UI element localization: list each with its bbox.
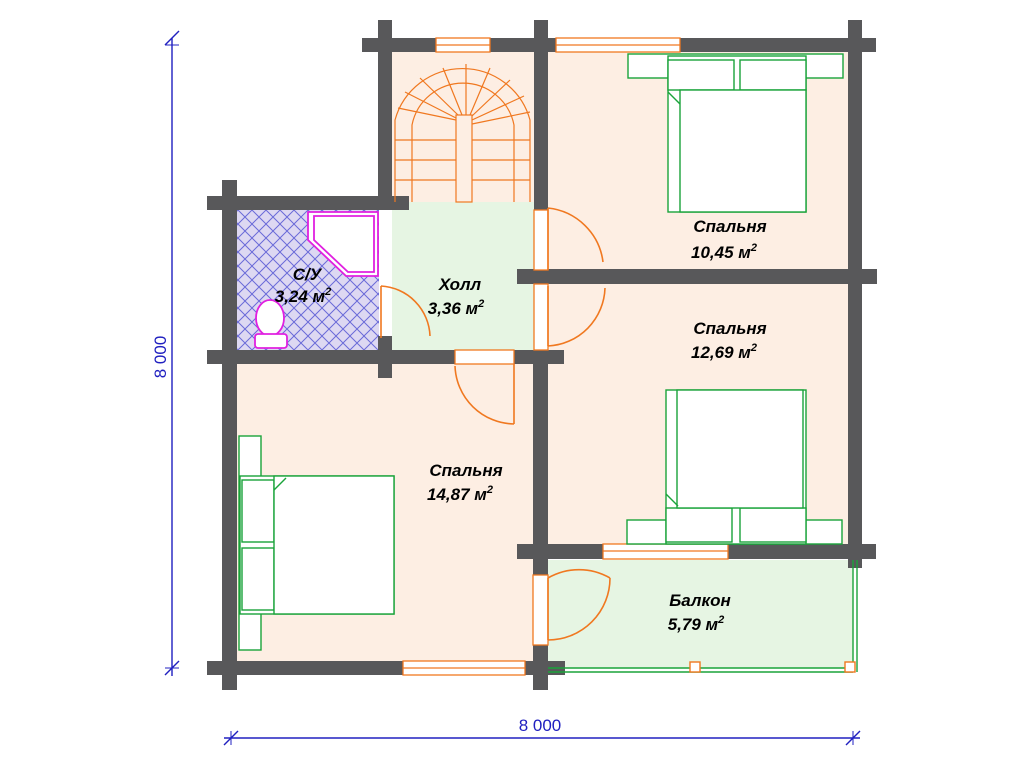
svg-text:12,69 м2: 12,69 м2 bbox=[691, 342, 757, 362]
area-bedroom-top-right: 10,45 м bbox=[691, 243, 751, 262]
sanitary bbox=[254, 211, 379, 349]
bed-mid-right bbox=[626, 389, 843, 545]
label-bedroom-left: Спальня bbox=[429, 461, 502, 480]
balcony-rail bbox=[548, 560, 858, 673]
svg-text:3,24 м2: 3,24 м2 bbox=[275, 286, 332, 306]
door-bedroom-top bbox=[547, 207, 604, 270]
dimension-horizontal bbox=[223, 730, 861, 746]
svg-text:5,79 м2: 5,79 м2 bbox=[668, 614, 725, 634]
room-labels: Спальня 10,45 м2 Спальня 12,69 м2 Спальн… bbox=[275, 217, 767, 634]
walls bbox=[207, 20, 877, 690]
label-hall: Холл bbox=[438, 275, 482, 294]
staircase bbox=[394, 64, 531, 203]
doors bbox=[380, 207, 611, 641]
bed-top-right bbox=[627, 53, 844, 213]
svg-text:14,87 м2: 14,87 м2 bbox=[427, 484, 493, 504]
label-bedroom-top-right: Спальня bbox=[693, 217, 766, 236]
furniture bbox=[238, 53, 858, 673]
dimension-vertical-label: 8 000 bbox=[151, 336, 170, 379]
door-balcony bbox=[547, 568, 611, 641]
dimension-horizontal-label: 8 000 bbox=[519, 716, 562, 735]
bed-left bbox=[238, 435, 395, 651]
area-bathroom: 3,24 м bbox=[275, 287, 326, 306]
floor-stairwell bbox=[392, 52, 534, 202]
area-hall: 3,36 м bbox=[428, 299, 479, 318]
floor-hall bbox=[392, 202, 534, 350]
svg-text:10,45 м2: 10,45 м2 bbox=[691, 242, 757, 262]
windows bbox=[402, 37, 729, 676]
door-bedroom-left bbox=[454, 364, 515, 425]
label-balcony: Балкон bbox=[669, 591, 731, 610]
area-bedroom-mid-right: 12,69 м bbox=[691, 343, 751, 362]
label-bathroom: С/У bbox=[293, 265, 323, 284]
dimension-vertical bbox=[164, 30, 180, 676]
floor-balcony bbox=[548, 560, 853, 668]
door-bathroom bbox=[380, 285, 431, 338]
area-bedroom-left: 14,87 м bbox=[427, 485, 487, 504]
label-bedroom-mid-right: Спальня bbox=[693, 319, 766, 338]
svg-text:3,36 м2: 3,36 м2 bbox=[428, 298, 485, 318]
door-bedroom-mid bbox=[547, 286, 606, 347]
area-balcony: 5,79 м bbox=[668, 615, 719, 634]
